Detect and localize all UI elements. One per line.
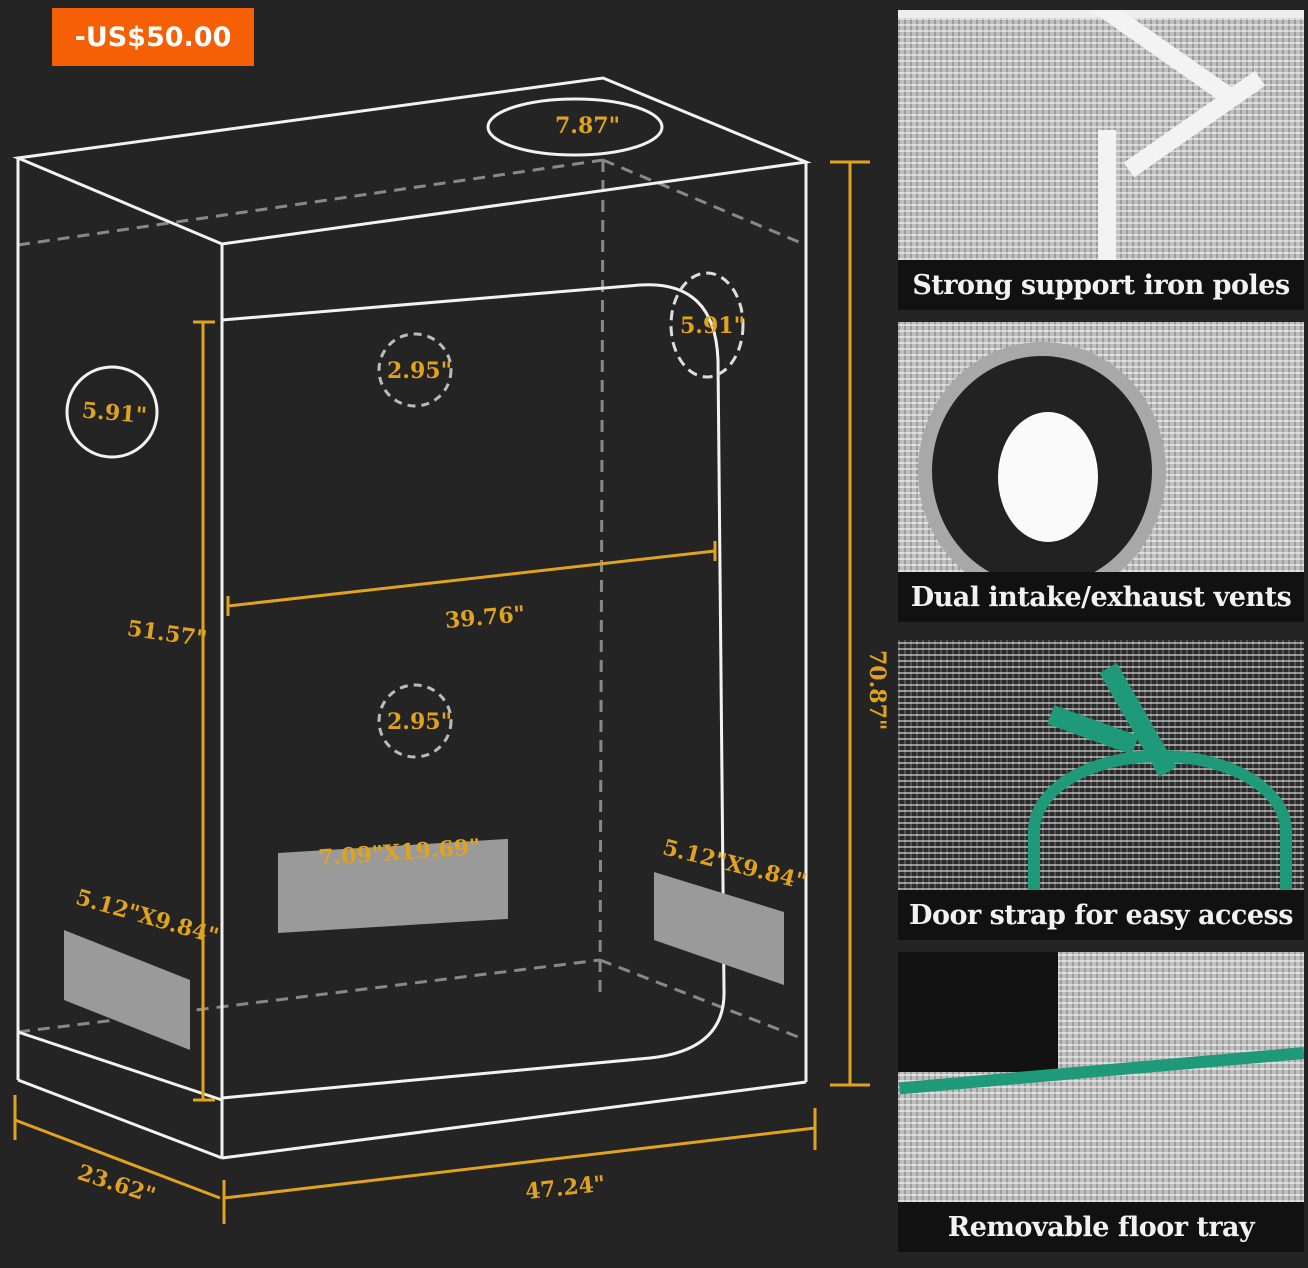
- feature-panel-poles: Strong support iron poles: [898, 10, 1304, 310]
- floor-tray-photo: [898, 952, 1304, 1202]
- feature-caption: Strong support iron poles: [898, 260, 1304, 310]
- feature-panel-vents: Dual intake/exhaust vents: [898, 322, 1304, 622]
- inner-width-label: 39.76": [444, 601, 526, 634]
- dimension-lines: [13, 160, 870, 1224]
- discount-badge: -US$50.00: [52, 8, 254, 66]
- small-vent-top: [377, 332, 453, 408]
- grow-tent-dimension-diagram: 7.87" 5.91" 5.91" 2.95" 2.95" 51.57" 39.…: [12, 76, 890, 1224]
- left-window: [64, 930, 190, 1050]
- small-vent-top-label: 2.95": [387, 358, 452, 384]
- right-vent-label: 5.91": [680, 313, 745, 339]
- feature-caption: Door strap for easy access: [898, 890, 1304, 940]
- door-outline: [221, 283, 726, 1100]
- top-vent: [486, 97, 664, 157]
- hidden-edges: [17, 158, 807, 1042]
- tent-outline: [12, 76, 812, 1160]
- left-window-label: 5.12"X9.84": [73, 884, 222, 950]
- support-poles-photo: [898, 10, 1304, 260]
- left-vent-label: 5.91": [81, 397, 148, 429]
- feature-caption: Removable floor tray: [898, 1202, 1304, 1252]
- door-height-label: 51.57": [125, 615, 208, 652]
- small-vent-bottom-label: 2.95": [387, 709, 452, 735]
- right-window: [654, 872, 784, 985]
- top-vent-label: 7.87": [555, 113, 620, 139]
- front-window: [278, 838, 508, 933]
- right-vent: [669, 271, 745, 379]
- feature-panel-door-strap: Door strap for easy access: [898, 640, 1304, 940]
- total-height-label: 70.87": [864, 650, 890, 730]
- door-strap-photo: [898, 640, 1304, 890]
- feature-panel-floor-tray: Removable floor tray: [898, 952, 1304, 1252]
- depth-label: 23.62": [74, 1159, 158, 1209]
- width-label: 47.24": [524, 1171, 607, 1205]
- feature-caption: Dual intake/exhaust vents: [898, 572, 1304, 622]
- vents-photo: [898, 322, 1304, 572]
- small-vent-bottom: [377, 683, 453, 759]
- left-vent: [65, 365, 159, 459]
